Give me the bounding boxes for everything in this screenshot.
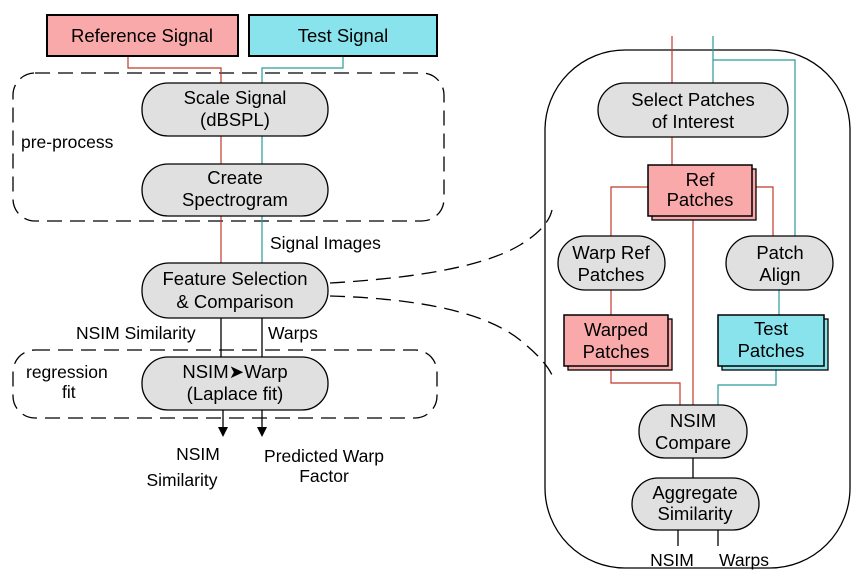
patch-align-node: Patch Align [725, 235, 834, 291]
svg-text:(Laplace fit): (Laplace fit) [187, 383, 284, 404]
svg-text:Similarity: Similarity [657, 503, 733, 524]
warps-label: Warps [268, 323, 318, 343]
nsim-similarity-label: NSIM Similarity [76, 323, 196, 343]
regression-label: regression [26, 362, 108, 382]
svg-text:Warped: Warped [584, 319, 648, 340]
pre-process-label: pre-process [21, 132, 114, 152]
detail-panel [544, 49, 851, 569]
create-spectrogram-node: Create Spectrogram [141, 163, 329, 217]
output-nsim-label: NSIM [176, 444, 220, 464]
output-similarity-label: Similarity [147, 470, 218, 490]
output-factor-label: Factor [299, 466, 349, 486]
svg-text:NSIM: NSIM [670, 410, 716, 431]
svg-text:Warp Ref: Warp Ref [572, 242, 650, 263]
scale-signal-node: Scale Signal (dBSPL) [141, 82, 329, 137]
svg-text:Test Signal: Test Signal [298, 25, 389, 46]
svg-text:& Comparison: & Comparison [176, 291, 293, 312]
svg-text:Create: Create [207, 167, 263, 188]
svg-text:NSIM➤Warp: NSIM➤Warp [182, 361, 287, 382]
nsim-compare-node: NSIM Compare [638, 404, 748, 459]
select-patches-node: Select Patches of Interest [597, 82, 789, 138]
svg-text:Compare: Compare [655, 432, 731, 453]
nsim-warp-node: NSIM➤Warp (Laplace fit) [141, 356, 329, 411]
left-black-connectors [218, 318, 267, 437]
detail-connectors [610, 36, 796, 405]
svg-text:Patches: Patches [667, 189, 734, 210]
preprocess-group [12, 72, 445, 222]
detail-output-warps: Warps [719, 550, 769, 570]
test-signal-box: Test Signal [248, 14, 438, 57]
svg-text:Patches: Patches [738, 340, 805, 361]
svg-text:Spectrogram: Spectrogram [182, 189, 288, 210]
svg-text:Aggregate: Aggregate [652, 482, 737, 503]
aggregate-similarity-node: Aggregate Similarity [631, 477, 760, 531]
warped-patches-node: Warped Patches [563, 314, 673, 371]
svg-text:Scale Signal: Scale Signal [184, 87, 287, 108]
regression-group [12, 349, 438, 419]
svg-text:of Interest: of Interest [652, 111, 734, 132]
svg-text:Align: Align [759, 264, 800, 285]
svg-text:Patches: Patches [578, 264, 645, 285]
detail-black-connectors [677, 458, 719, 546]
zoom-curves [329, 209, 553, 376]
svg-text:Ref: Ref [686, 169, 716, 190]
svg-text:Feature Selection: Feature Selection [162, 268, 307, 289]
svg-text:(dBSPL): (dBSPL) [200, 109, 270, 130]
reference-signal-box: Reference Signal [46, 14, 239, 57]
test-patches-node: Test Patches [717, 314, 829, 371]
signal-images-label: Signal Images [270, 233, 381, 253]
detail-output-nsim: NSIM [650, 550, 694, 570]
svg-text:Test: Test [754, 318, 788, 339]
fit-label: fit [62, 382, 76, 402]
svg-text:Patches: Patches [583, 341, 650, 362]
ref-patches-node: Ref Patches [647, 164, 757, 221]
left-connectors [127, 56, 344, 263]
feature-selection-node: Feature Selection & Comparison [141, 262, 329, 319]
output-predicted-warp-label: Predicted Warp [264, 446, 384, 466]
svg-text:Patch: Patch [756, 242, 803, 263]
warp-ref-patches-node: Warp Ref Patches [557, 235, 666, 291]
svg-text:Select Patches: Select Patches [631, 89, 754, 110]
svg-text:Reference Signal: Reference Signal [71, 25, 213, 46]
